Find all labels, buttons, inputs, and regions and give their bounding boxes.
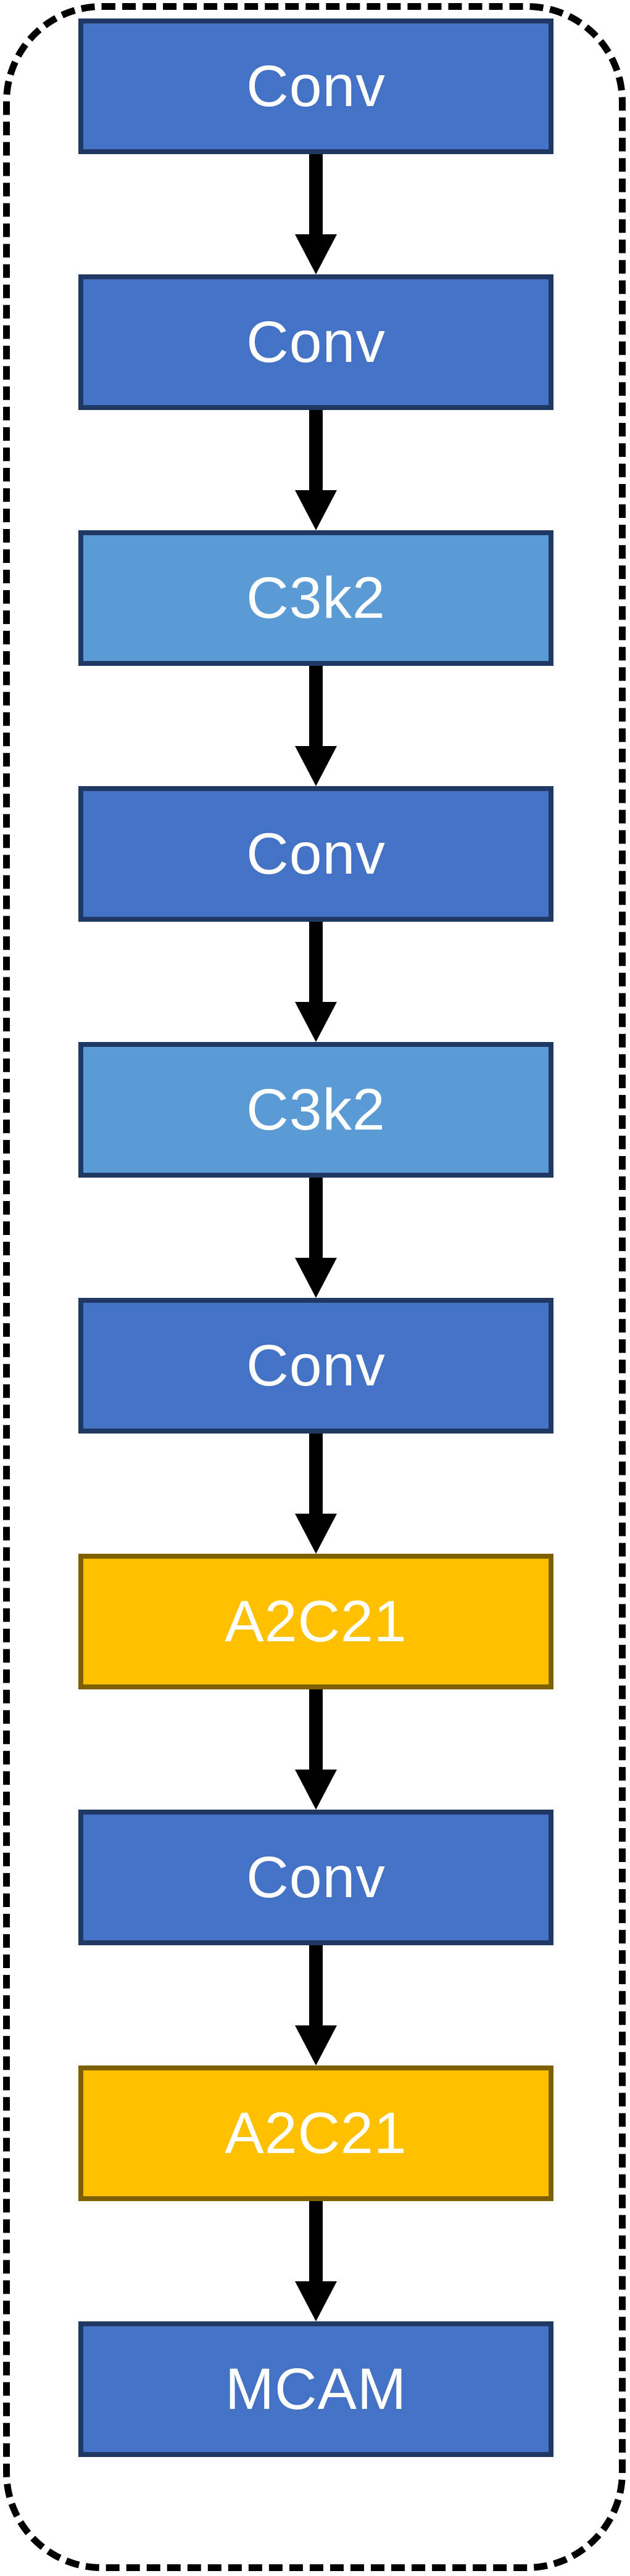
arrow-down-icon xyxy=(295,1434,337,1554)
connector-arrow xyxy=(294,154,338,274)
arrow-down-icon xyxy=(295,410,337,530)
block-conv: Conv xyxy=(78,1298,553,1434)
block-conv: Conv xyxy=(78,786,553,922)
block-c3k2: C3k2 xyxy=(78,1042,553,1178)
connector-arrow xyxy=(294,2201,338,2321)
connector-arrow xyxy=(294,922,338,1042)
arrow-down-icon xyxy=(295,1945,337,2065)
block-conv: Conv xyxy=(78,1810,553,1945)
arrow-down-icon xyxy=(295,2201,337,2321)
arrow-down-icon xyxy=(295,1178,337,1298)
arrow-down-icon xyxy=(295,154,337,274)
block-a2c21: A2C21 xyxy=(78,2065,553,2201)
block-c3k2: C3k2 xyxy=(78,530,553,666)
block-a2c21: A2C21 xyxy=(78,1554,553,1689)
connector-arrow xyxy=(294,666,338,786)
block-conv: Conv xyxy=(78,18,553,154)
connector-arrow xyxy=(294,1945,338,2065)
arrow-down-icon xyxy=(295,666,337,786)
arrow-down-icon xyxy=(295,1689,337,1810)
connector-arrow xyxy=(294,410,338,530)
connector-arrow xyxy=(294,1689,338,1810)
block-mcam: MCAM xyxy=(78,2321,553,2457)
connector-arrow xyxy=(294,1434,338,1554)
connector-arrow xyxy=(294,1178,338,1298)
block-conv: Conv xyxy=(78,274,553,410)
arrow-down-icon xyxy=(295,922,337,1042)
flow-column: Conv Conv C3k2 Conv xyxy=(78,18,553,2457)
